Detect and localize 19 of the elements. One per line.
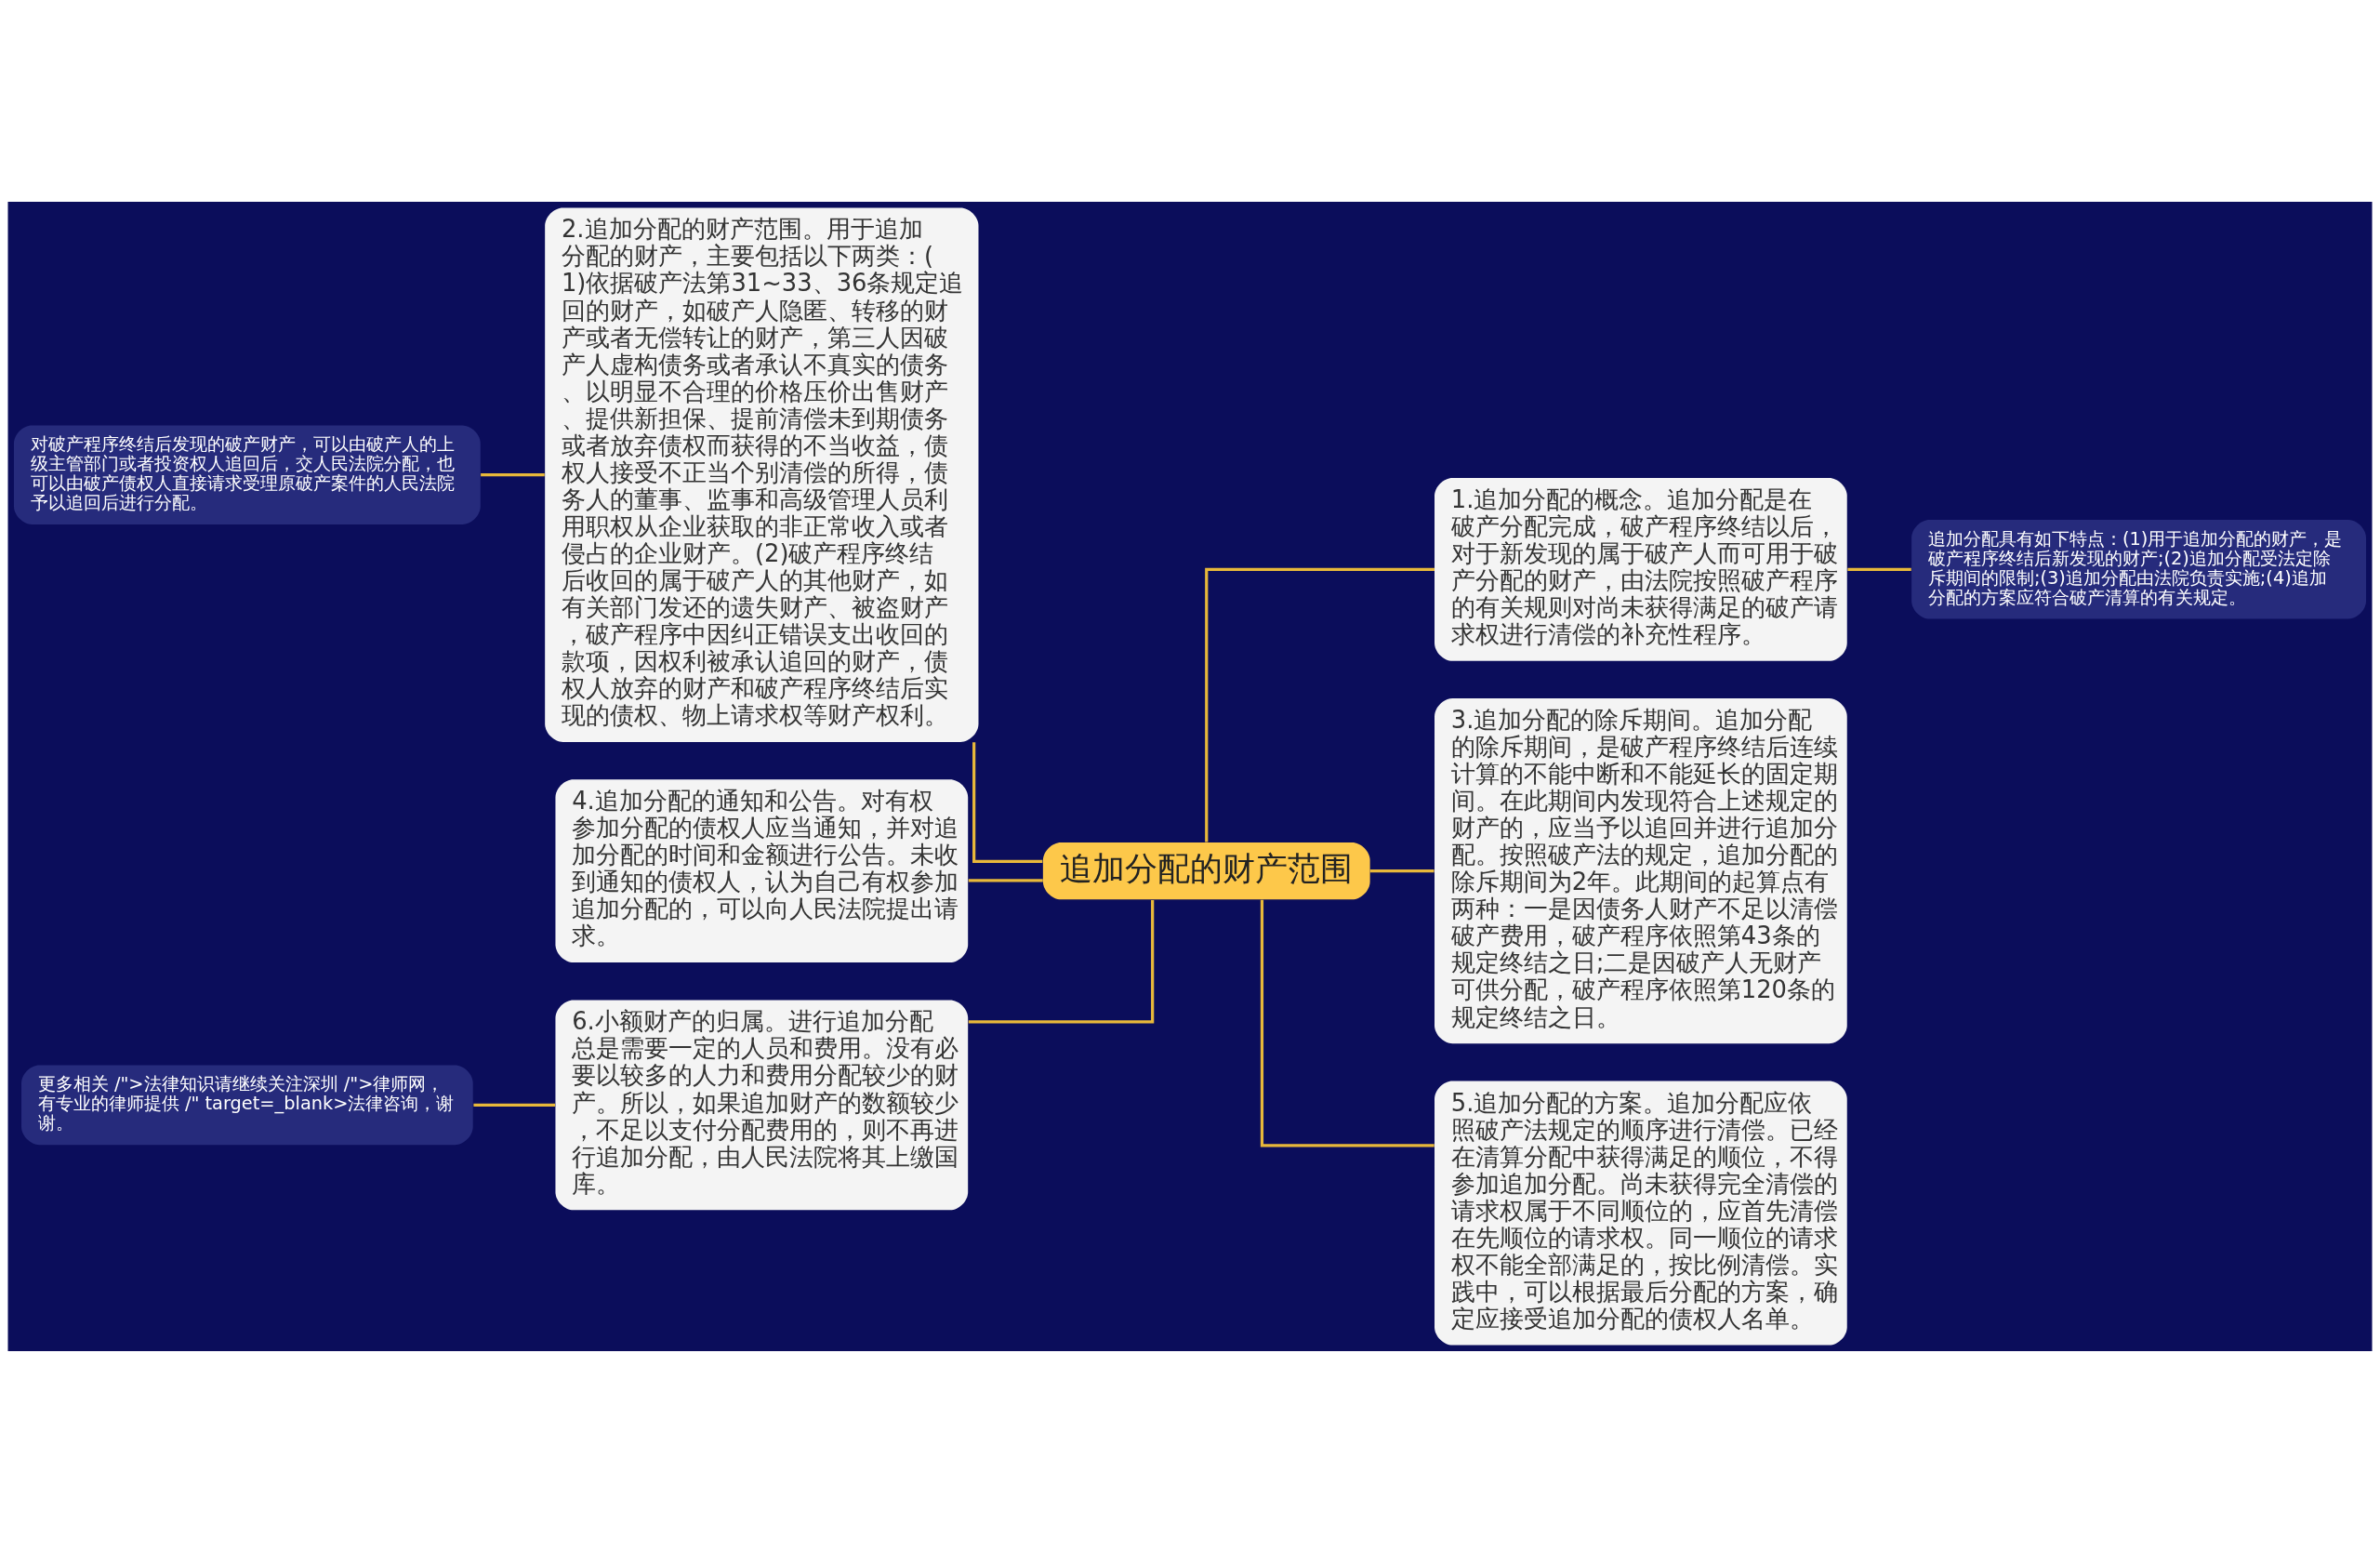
- connector: [473, 1103, 556, 1107]
- connector: [1260, 899, 1435, 1147]
- node-box: 4.追加分配的通知和公告。对有权参加分配的债权人应当通知，并对追加分配的时间和金额进行公告。未收到通知的债权人，认为自己有权参加追加分配的，可以向人民法院提出请求。: [555, 778, 969, 962]
- node-box: 更多相关 /">法律知识请继续关注深圳 /">律师网，有专业的律师提供 /" target=_blank>法律咨询，谢谢。: [21, 1065, 473, 1145]
- node-box: 2.追加分配的财产范围。用于追加分配的财产，主要包括以下两类：(1)依据破产法第31~33、36条规定追回的财产，如破产人隐匿、转移的财产或者无偿转让的财产，第三人因破产人虚构债务或者承认不真实的债务、以明显不合理的价格压价出售财产、提供新担保、提前清偿未到期债务或者放弃债权而获得的不当收益，债权人接受不正当个别清偿的所得，债务人的董事、监事和高级管理人员利用职权从企业获取的非正常收入或者侵占的企业财产。(2)破产程序终结后收回的属于破产人的其他财产，如有关部门发还的遗失财产、被盗财产，破产程序中因纠正错误支出收回的款项，因权利被承认追回的财产，债权人放弃的财产和破产程序终结后实现的债权、物上请求权等财产权利。: [545, 206, 979, 742]
- connector: [481, 472, 545, 476]
- connector: [972, 741, 1043, 863]
- connector: [1369, 869, 1435, 872]
- connector: [968, 878, 1043, 882]
- node-box: 3.追加分配的除斥期间。追加分配的除斥期间，是破产程序终结后连续计算的不能中断和不能延长的固定期间。在此期间内发现符合上述规定的财产的，应当予以追回并进行追加分配。按照破产法的规定，追加分配的除斥期间为2年。此期间的起算点有两种：一是因债务人财产不足以清偿破产费用，破产程序依照第43条的规定终结之日;二是因破产人无财产可供分配，破产程序依照第120条的规定终结之日。: [1435, 697, 1847, 1043]
- node-box: 6.小额财产的归属。进行追加分配总是需要一定的人员和费用。没有必要以较多的人力和费用分配较少的财产。所以，如果追加财产的数额较少，不足以支付分配费用的，则不再进行追加分配，由人民法院将其上缴国库。: [555, 999, 969, 1210]
- node-box: 5.追加分配的方案。追加分配应依照破产法规定的顺序进行清偿。已经在清算分配中获得满足的顺位，不得参加追加分配。尚未获得完全清偿的请求权属于不同顺位的，应首先清偿在先顺位的请求权。同一顺位的请求权不能全部满足的，按比例清偿。实践中，可以根据最后分配的方案，确定应接受追加分配的债权人名单。: [1435, 1081, 1847, 1346]
- node-box: 1.追加分配的概念。追加分配是在破产分配完成，破产程序终结以后，对于新发现的属于破产人而可用于破产分配的财产，由法院按照破产程序的有关规则对尚未获得满足的破产请求权进行清偿的补充性程序。: [1435, 477, 1847, 661]
- node-box: 追加分配具有如下特点：(1)用于追加分配的财产，是破产程序终结后新发现的财产;(2)追加分配受法定除斥期间的限制;(3)追加分配由法院负责实施;(4)追加分配的方案应符合破产清算的有关规定。: [1911, 519, 2367, 619]
- node-box: 对破产程序终结后发现的破产财产，可以由破产人的上级主管部门或者投资权人追回后，交人民法院分配，也可以由破产债权人直接请求受理原破产案件的人民法院予以追回后进行分配。: [13, 424, 481, 524]
- connector: [1847, 567, 1911, 571]
- connector: [1205, 567, 1435, 842]
- connector: [968, 899, 1155, 1023]
- node-box: 追加分配的财产范围: [1042, 842, 1370, 899]
